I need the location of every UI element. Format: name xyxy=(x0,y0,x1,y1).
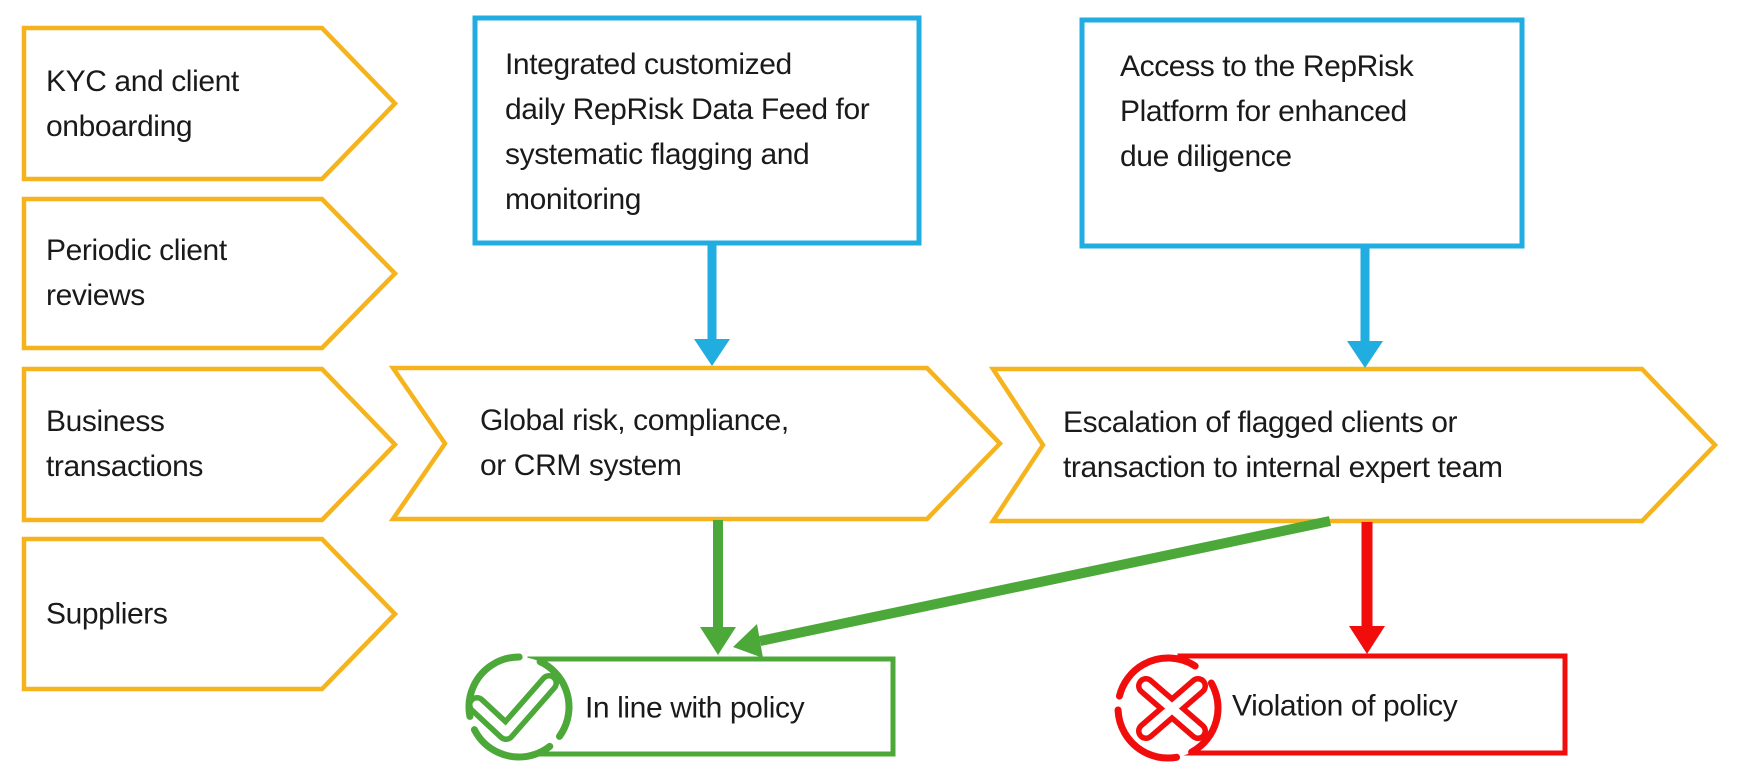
source-label-suppliers: Suppliers xyxy=(46,597,168,631)
arrow-escalation-to-violation xyxy=(1349,522,1385,654)
platform-box-shape xyxy=(1079,17,1525,249)
source-chevron-kyc-shape xyxy=(21,25,399,182)
violation-policy-label: Violation of policy xyxy=(1232,689,1458,723)
arrow-crm-to-inline xyxy=(700,520,736,655)
source-chevron-transactions-shape xyxy=(21,366,399,523)
escalation-chevron-shape xyxy=(988,366,1719,524)
source-chevron-reviews-shape xyxy=(21,196,399,351)
source-label-transactions: Business transactions xyxy=(46,405,203,483)
x-circle-icon xyxy=(1114,654,1222,762)
check-circle-icon xyxy=(465,653,573,761)
data-feed-box-label: Integrated customized daily RepRisk Data… xyxy=(505,48,870,216)
arrow-feed-to-crm xyxy=(694,244,730,366)
source-label-reviews: Periodic client reviews xyxy=(46,234,227,312)
crm-system-chevron-shape xyxy=(388,365,1004,522)
source-label-kyc: KYC and client onboarding xyxy=(46,65,239,143)
arrow-platform-to-escalation xyxy=(1347,247,1383,368)
source-chevron-suppliers-shape xyxy=(21,536,399,692)
data-feed-box-shape xyxy=(472,15,922,246)
escalation-label: Escalation of flagged clients or transac… xyxy=(1063,406,1503,484)
arrow-escalation-to-inline xyxy=(733,516,1332,658)
crm-system-label: Global risk, compliance, or CRM system xyxy=(480,404,789,482)
inline-policy-label: In line with policy xyxy=(585,691,805,725)
platform-box-label: Access to the RepRisk Platform for enhan… xyxy=(1120,50,1414,173)
